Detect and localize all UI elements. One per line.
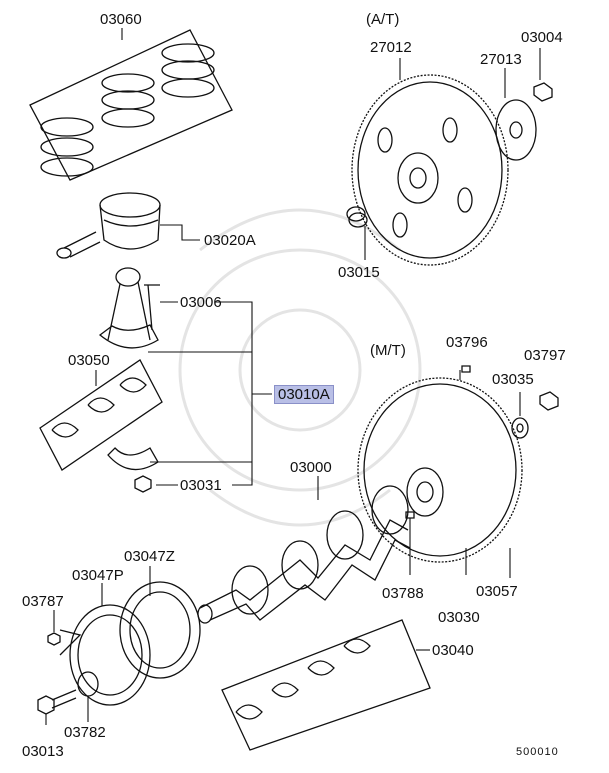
label-03006: 03006: [180, 294, 222, 311]
label-03797: 03797: [524, 347, 566, 364]
label-03788: 03788: [382, 585, 424, 602]
pulley-bolts: [37, 610, 89, 725]
label-27013: 27013: [480, 51, 522, 68]
catalog-number: 500010: [516, 746, 559, 758]
connecting-rod: [98, 267, 252, 353]
label-03782: 03782: [64, 724, 106, 741]
label-03015: 03015: [338, 264, 380, 281]
plate-27013: [495, 48, 553, 161]
label-03047P: 03047P: [72, 567, 124, 584]
flywheel-03030: [357, 370, 523, 578]
label-03060: 03060: [100, 11, 142, 28]
label-03030: 03030: [438, 609, 480, 626]
label-03013: 03013: [22, 743, 64, 760]
label-03020A: 03020A: [204, 232, 256, 249]
main-bearings-03040: [221, 619, 431, 751]
label-03010A-highlighted[interactable]: 03010A: [274, 385, 334, 404]
bracket-03010A: [215, 301, 253, 486]
piston-03020A: [56, 192, 200, 259]
label-03031: 03031: [180, 477, 222, 494]
label-03050: 03050: [68, 352, 110, 369]
label-03004: 03004: [521, 29, 563, 46]
piston-rings-03060: [29, 28, 233, 181]
bearings-03050: [39, 359, 163, 471]
drive-plate-27012: [351, 58, 509, 266]
section-label-at: (A/T): [366, 11, 400, 28]
label-03796: 03796: [446, 334, 488, 351]
crank-pulley: [59, 566, 201, 706]
label-03057: 03057: [476, 583, 518, 600]
watermark-emblem: [178, 208, 422, 527]
label-03040: 03040: [432, 642, 474, 659]
section-label-mt: (M/T): [370, 342, 406, 359]
dowel-03788: [405, 511, 415, 519]
label-03035: 03035: [492, 371, 534, 388]
rod-cap: [107, 447, 252, 493]
pilot-bearing-03035: [461, 365, 559, 439]
label-03000: 03000: [290, 459, 332, 476]
label-03787: 03787: [22, 593, 64, 610]
label-27012: 27012: [370, 39, 412, 56]
bushing-03015: [346, 206, 368, 260]
label-03047Z: 03047Z: [124, 548, 175, 565]
